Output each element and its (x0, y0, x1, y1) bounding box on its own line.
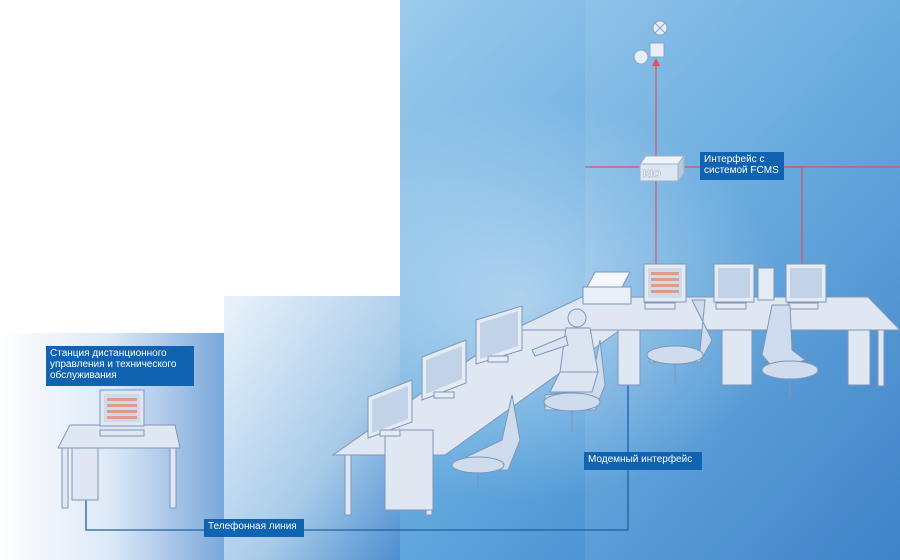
rio-unit (639, 154, 685, 183)
phone-line (85, 372, 629, 531)
arrow-up-icon (652, 58, 660, 66)
printer-icon (582, 271, 632, 305)
modem-interface-label: Модемный интерфейс (584, 452, 702, 470)
right-monitor-screens (718, 268, 822, 298)
beacon-device-icon (633, 20, 668, 65)
remote-station-label: Станция дистанционного управления и техн… (46, 346, 194, 386)
phone-line-label: Телефонная линия (204, 519, 304, 537)
monitor-screens (372, 311, 518, 433)
remote-station-screen (104, 394, 140, 422)
operator-figure (531, 308, 599, 393)
rio-label: RIO (643, 169, 661, 180)
fcms-interface-label: Интерфейс с системой FCMS (700, 152, 784, 180)
process-graphic-screen (648, 268, 682, 298)
